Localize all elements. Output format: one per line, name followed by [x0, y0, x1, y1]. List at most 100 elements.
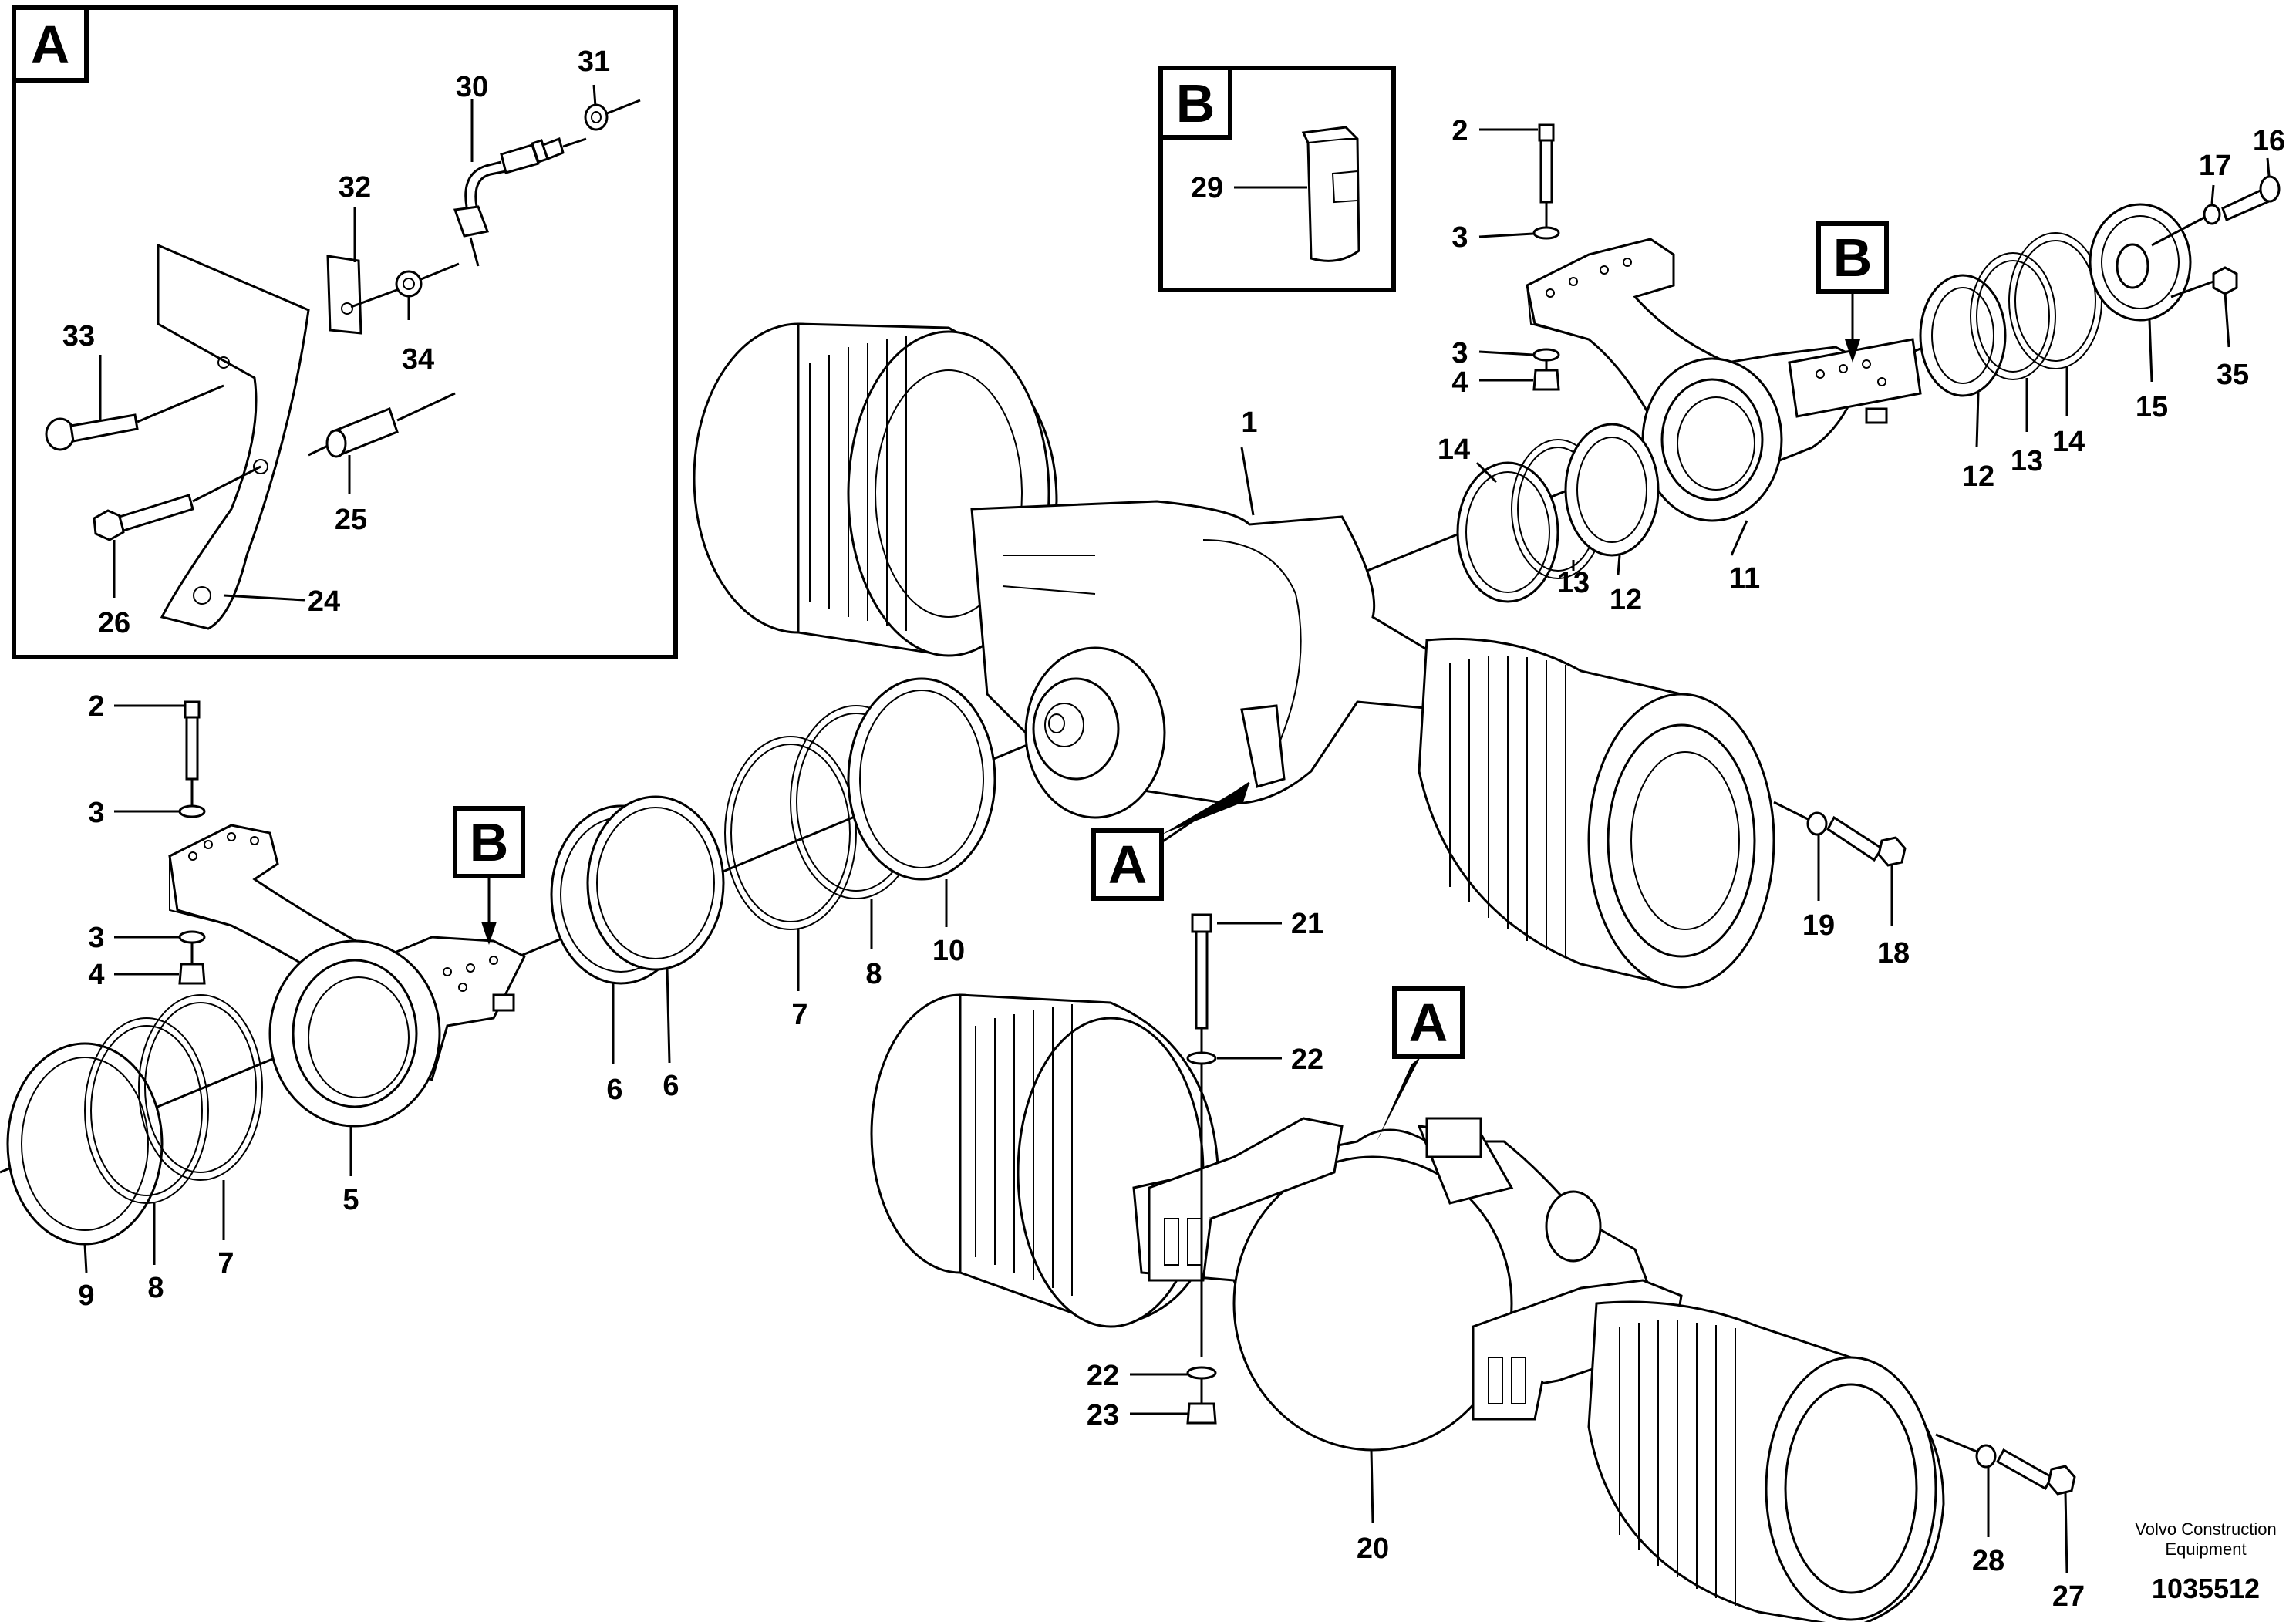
svg-text:A: A	[1108, 835, 1148, 895]
callout-23: 23	[1087, 1399, 1119, 1431]
callout-7-mid: 7	[791, 999, 807, 1031]
drawing-number: 1035512	[2152, 1573, 2260, 1604]
svg-text:B: B	[1833, 228, 1873, 288]
callout-25: 25	[335, 504, 367, 536]
callout-28: 28	[1972, 1545, 2004, 1577]
callout-3-left-b: 3	[88, 922, 104, 954]
callout-6-b: 6	[663, 1070, 679, 1102]
callout-5: 5	[342, 1184, 359, 1216]
detail-box-b-label: B	[1176, 73, 1215, 133]
bolt-2-upper	[1538, 123, 1555, 231]
callout-26: 26	[98, 607, 130, 639]
callout-8-mid: 8	[865, 958, 882, 990]
callout-2-left: 2	[88, 690, 104, 723]
bolt-2-left	[184, 700, 201, 810]
washer-17	[2203, 204, 2221, 225]
ring-8-left	[84, 1017, 209, 1204]
lower-axle-right-hub	[1587, 1300, 1945, 1622]
svg-text:A: A	[1409, 993, 1448, 1053]
pin-29	[1301, 126, 1360, 262]
left-support-bracket-group	[6, 677, 996, 1246]
washer-3-left-top	[178, 804, 206, 818]
sleeve-6-b	[586, 795, 725, 971]
callout-18: 18	[1877, 937, 1910, 969]
callout-1: 1	[1241, 406, 1257, 439]
bolt-33	[45, 384, 224, 451]
callout-16: 16	[2253, 125, 2285, 157]
callout-13-a: 13	[1557, 567, 1590, 599]
callout-33: 33	[62, 320, 95, 352]
washer-3-upper-bottom	[1532, 348, 1560, 362]
view-marker-b-right: B	[1816, 221, 1889, 363]
callout-21: 21	[1291, 908, 1323, 940]
bolt-21-group	[1186, 913, 1217, 1425]
company-name-line2: Equipment	[2165, 1539, 2246, 1559]
clip-32	[326, 255, 402, 335]
ring-7-left	[138, 994, 263, 1181]
lower-axle-left-hub	[870, 993, 1220, 1328]
callout-31: 31	[578, 46, 610, 78]
bolt-21	[1191, 913, 1212, 933]
callout-22-b: 22	[1087, 1360, 1119, 1392]
callout-11: 11	[1729, 562, 1760, 595]
flange-15	[2089, 203, 2192, 322]
callout-9: 9	[78, 1280, 94, 1312]
callout-4-upper: 4	[1451, 366, 1468, 399]
callout-22-a: 22	[1291, 1044, 1323, 1076]
nut-4-upper	[1532, 369, 1560, 391]
callout-10: 10	[932, 935, 965, 967]
callout-12-a: 12	[1610, 584, 1642, 616]
view-marker-a-lower: A	[1377, 986, 1465, 1141]
detail-box-b: B	[1158, 66, 1396, 292]
bearing-12-left	[1564, 423, 1660, 557]
washer-22-top	[1186, 1051, 1217, 1065]
callout-35: 35	[2217, 359, 2249, 391]
bearing-12-right	[1919, 274, 2007, 397]
callout-6-a: 6	[606, 1074, 622, 1106]
bolt-27-group	[1935, 1433, 2076, 1496]
callout-32: 32	[339, 171, 371, 204]
callout-27: 27	[2052, 1580, 2085, 1613]
bracket-plate-24	[157, 243, 310, 630]
lower-axle-pinion-cover	[1425, 1117, 1482, 1158]
washer-22-bottom	[1186, 1366, 1217, 1380]
callout-3-upper-b: 3	[1451, 337, 1468, 369]
washer-3-left-bottom	[178, 930, 206, 944]
callout-34: 34	[402, 343, 434, 376]
svg-text:B: B	[470, 812, 509, 872]
callout-24: 24	[308, 585, 340, 618]
seal-ring-14-right	[2008, 232, 2102, 369]
ring-13-right	[1970, 252, 2056, 380]
bolt-26	[93, 465, 261, 541]
callout-numbers: 31 30 32 33 34 25 26 24 29 2 3 3 4 1 14 …	[62, 46, 2285, 1613]
callout-30: 30	[456, 71, 488, 103]
spacer-sleeve-25	[308, 392, 456, 458]
callout-17: 17	[2199, 150, 2231, 182]
lower-axle-differential-bowl	[1232, 1155, 1513, 1452]
ring-7-mid	[724, 736, 857, 930]
detail-box-a-label: A	[31, 15, 70, 75]
hose-fitting-30	[453, 137, 587, 267]
detail-box-a: A	[12, 5, 678, 659]
footer: Volvo Construction Equipment 1035512	[2135, 1519, 2276, 1604]
bolt-27	[1995, 1448, 2054, 1491]
callout-20: 20	[1357, 1533, 1389, 1565]
bolt-18	[1826, 815, 1884, 862]
callout-14-a: 14	[1438, 433, 1470, 466]
callout-14-b: 14	[2052, 426, 2085, 458]
callout-12-b: 12	[1962, 460, 1994, 493]
washer-3-upper-top	[1532, 226, 1560, 240]
upper-axle-assembly	[0, 322, 1983, 1174]
bolt-18-group	[1773, 801, 1907, 867]
callout-4-left: 4	[88, 959, 104, 991]
washer-31	[584, 99, 641, 131]
callout-3-upper-a: 3	[1451, 221, 1468, 254]
callout-leaders	[83, 84, 2271, 1574]
upper-axle-left-hub	[693, 322, 1058, 657]
upper-axle-pinion-flange	[1024, 646, 1166, 819]
view-marker-b-left: B	[453, 806, 525, 945]
right-support-bracket-group	[1456, 123, 2281, 603]
plug-35	[2212, 266, 2238, 295]
nut-4-left	[178, 963, 206, 985]
